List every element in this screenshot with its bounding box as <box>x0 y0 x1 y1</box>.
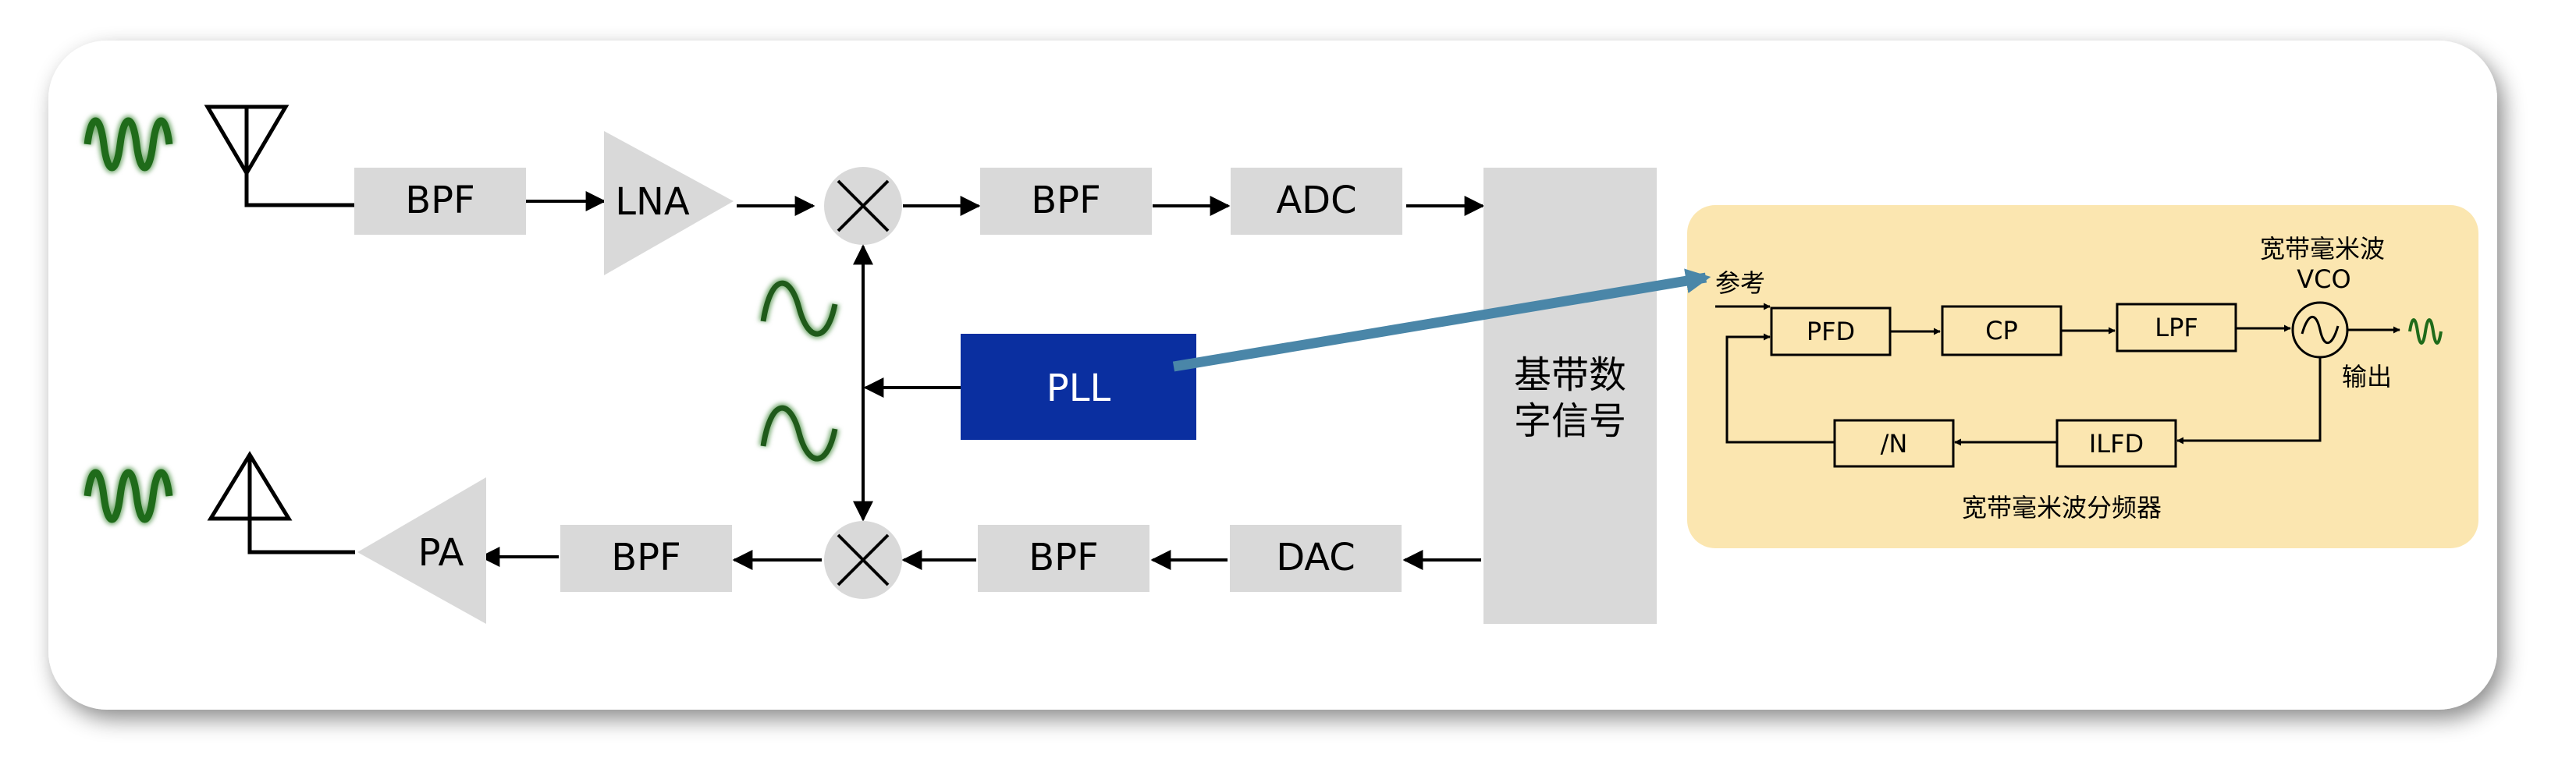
rx-antenna-icon <box>204 105 354 207</box>
tx-mixer-icon <box>824 521 902 599</box>
rx-bpf-2-block <box>980 168 1152 235</box>
ilfd-label: ILFD <box>2089 429 2144 459</box>
lo-sine-icon-upper <box>759 278 840 339</box>
tx-bpf-2-block <box>978 525 1149 592</box>
rx-bpf-1-block <box>354 168 526 235</box>
baseband-block <box>1483 168 1657 624</box>
rx-bpf-1-label: BPF <box>405 179 474 222</box>
vco-label-line2: VCO <box>2297 264 2350 294</box>
rx-bpf-2-label: BPF <box>1031 179 1100 222</box>
pll-label: PLL <box>1046 367 1111 410</box>
lo-sine-icon-lower <box>759 403 840 464</box>
reference-input-label: 参考 <box>1715 268 1765 298</box>
lna-label: LNA <box>615 180 690 224</box>
pll-block <box>961 334 1196 440</box>
divider-caption: 宽带毫米波分频器 <box>1962 493 2162 523</box>
rx-mixer-icon <box>824 167 902 245</box>
rx-signal-wave-icon <box>82 115 175 173</box>
tx-antenna-icon <box>207 451 355 554</box>
pfd-label: PFD <box>1807 317 1855 346</box>
output-label: 输出 <box>2342 362 2392 392</box>
pa-amplifier-triangle <box>357 477 486 624</box>
divider-label: /N <box>1881 429 1908 459</box>
feedback-divider-to-pfd <box>1725 333 1835 444</box>
baseband-label-line1: 基带数 <box>1514 353 1626 397</box>
cp-label: CP <box>1985 316 2018 345</box>
pll-zoom-arrow <box>1172 268 1711 372</box>
lpf-label: LPF <box>2155 313 2198 342</box>
vco-label-line1: 宽带毫米波 <box>2260 234 2385 264</box>
output-signal-wave-icon <box>2408 318 2443 345</box>
pa-label: PA <box>418 531 464 575</box>
tx-bpf-1-label: BPF <box>611 536 680 579</box>
tx-bpf-2-label: BPF <box>1029 536 1098 579</box>
pll-detail-panel <box>1687 205 2478 548</box>
baseband-label-line2: 字信号 <box>1514 399 1626 443</box>
dac-label: DAC <box>1276 536 1356 579</box>
adc-block <box>1231 168 1402 235</box>
adc-label: ADC <box>1276 179 1356 222</box>
tx-signal-wave-icon <box>82 467 175 525</box>
dac-block <box>1230 525 1402 592</box>
lna-amplifier-triangle <box>604 131 734 275</box>
tx-bpf-1-block <box>560 525 732 592</box>
feedback-vco-to-ilfd <box>2176 357 2322 445</box>
